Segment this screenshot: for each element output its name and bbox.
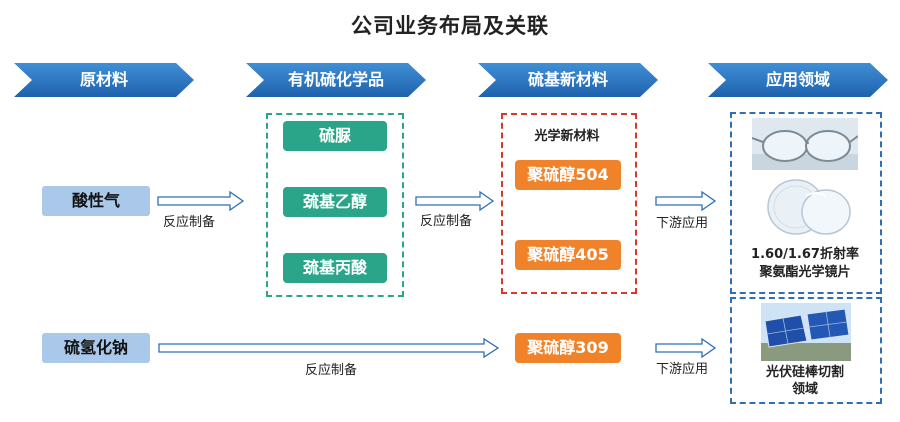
optical-materials-label: 光学新材料 xyxy=(534,129,600,144)
application-solar-group xyxy=(730,297,882,404)
header-sulfur-materials: 硫基新材料 xyxy=(478,63,658,97)
solar-caption-line2: 领域 xyxy=(791,382,818,397)
page-title: 公司业务布局及关联 xyxy=(351,14,549,38)
label-prep-2: 反应制备 xyxy=(420,214,473,229)
arrow-prep-3 xyxy=(158,337,500,359)
organic-mercaptopropionic-acid: 巯基丙酸 xyxy=(283,253,387,283)
raw-acid-gas: 酸性气 xyxy=(42,186,150,216)
glasses-lens-photo-icon xyxy=(752,118,858,170)
label-prep-1: 反应制备 xyxy=(163,215,216,230)
raw-sodium-hydrosulfide: 硫氢化钠 xyxy=(42,333,150,363)
arrow-prep-1 xyxy=(157,190,245,212)
polythiol-504: 聚硫醇504 xyxy=(515,160,621,190)
optical-lens-disc-icon xyxy=(756,176,854,238)
polythiol-405: 聚硫醇405 xyxy=(515,240,621,270)
lens-caption-line2: 聚氨酯光学镜片 xyxy=(759,265,851,280)
polythiol-309: 聚硫醇309 xyxy=(515,333,621,363)
label-prep-3: 反应制备 xyxy=(305,363,358,378)
label-downstream-2: 下游应用 xyxy=(656,362,709,377)
solar-panel-photo-icon xyxy=(761,303,851,361)
application-lens-group xyxy=(730,112,882,294)
arrow-downstream-2 xyxy=(655,337,717,359)
lens-caption-line1: 1.60/1.67折射率 xyxy=(751,247,859,262)
label-downstream-1: 下游应用 xyxy=(656,216,709,231)
header-application: 应用领域 xyxy=(708,63,888,97)
organic-mercaptoethanol: 巯基乙醇 xyxy=(283,187,387,217)
arrow-prep-2 xyxy=(415,190,495,212)
optical-materials-group xyxy=(501,113,637,294)
organic-chemicals-group xyxy=(266,113,404,297)
arrow-downstream-1 xyxy=(655,190,717,212)
header-organic-chemicals: 有机硫化学品 xyxy=(246,63,426,97)
organic-thiourea: 硫脲 xyxy=(283,121,387,151)
header-raw-materials: 原材料 xyxy=(14,63,194,97)
solar-caption-line1: 光伏硅棒切割 xyxy=(765,365,844,380)
